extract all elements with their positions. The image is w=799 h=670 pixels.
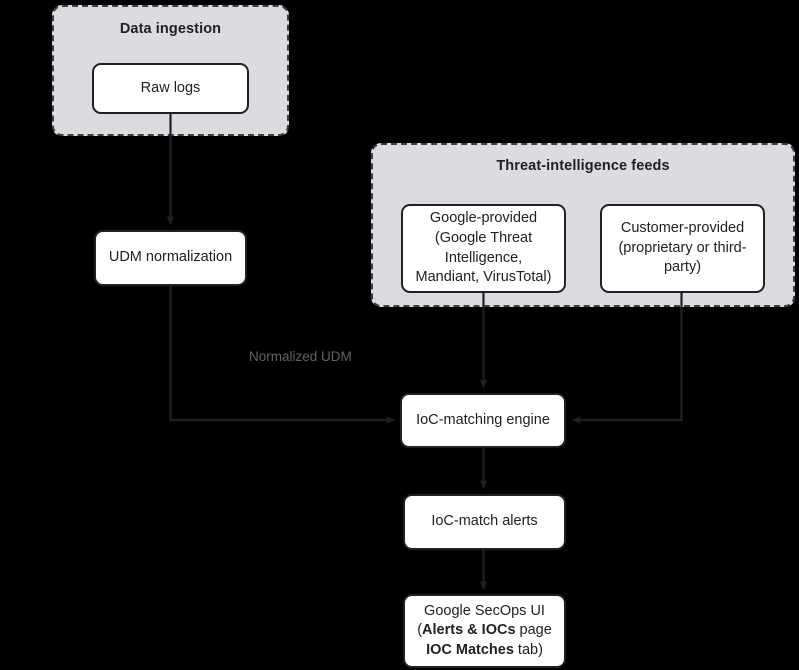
edge-customer-feed-to-engine (572, 292, 683, 424)
secops-line-1: Google SecOps UI (424, 602, 545, 619)
secops-line-3-suffix: tab) (513, 641, 543, 658)
node-ioc-match-alerts-label: IoC-match alerts (431, 513, 538, 530)
node-udm-normalization-label: UDM normalization (108, 249, 233, 266)
node-google-provided-label: Google-provided (Google Threat Intellige… (415, 210, 552, 286)
node-google-provided[interactable]: Google-provided (Google Threat Intellige… (401, 204, 566, 293)
group-threat-intelligence-feeds-title: Threat-intelligence feeds (496, 158, 670, 174)
node-customer-provided-label: Customer-provided (proprietary or third-… (618, 220, 747, 276)
group-data-ingestion-title: Data ingestion (119, 21, 222, 37)
node-customer-provided[interactable]: Customer-provided (proprietary or third-… (600, 204, 765, 293)
secops-line-2-suffix: page (515, 622, 552, 639)
node-ioc-matching-engine-label: IoC-matching engine (416, 411, 550, 428)
secops-line-3-bold: IOC Matches (426, 641, 514, 658)
node-udm-normalization[interactable]: UDM normalization (94, 230, 247, 286)
node-ioc-matching-engine[interactable]: IoC-matching engine (400, 393, 566, 448)
secops-line-2-prefix: ( (417, 622, 423, 639)
secops-line-2-bold: Alerts & IOCs (422, 622, 516, 639)
node-raw-logs[interactable]: Raw logs (92, 63, 249, 114)
edge-label-normalized-udm: Normalized UDM (249, 349, 352, 364)
node-ioc-match-alerts[interactable]: IoC-match alerts (403, 494, 566, 550)
node-raw-logs-label: Raw logs (140, 79, 201, 96)
